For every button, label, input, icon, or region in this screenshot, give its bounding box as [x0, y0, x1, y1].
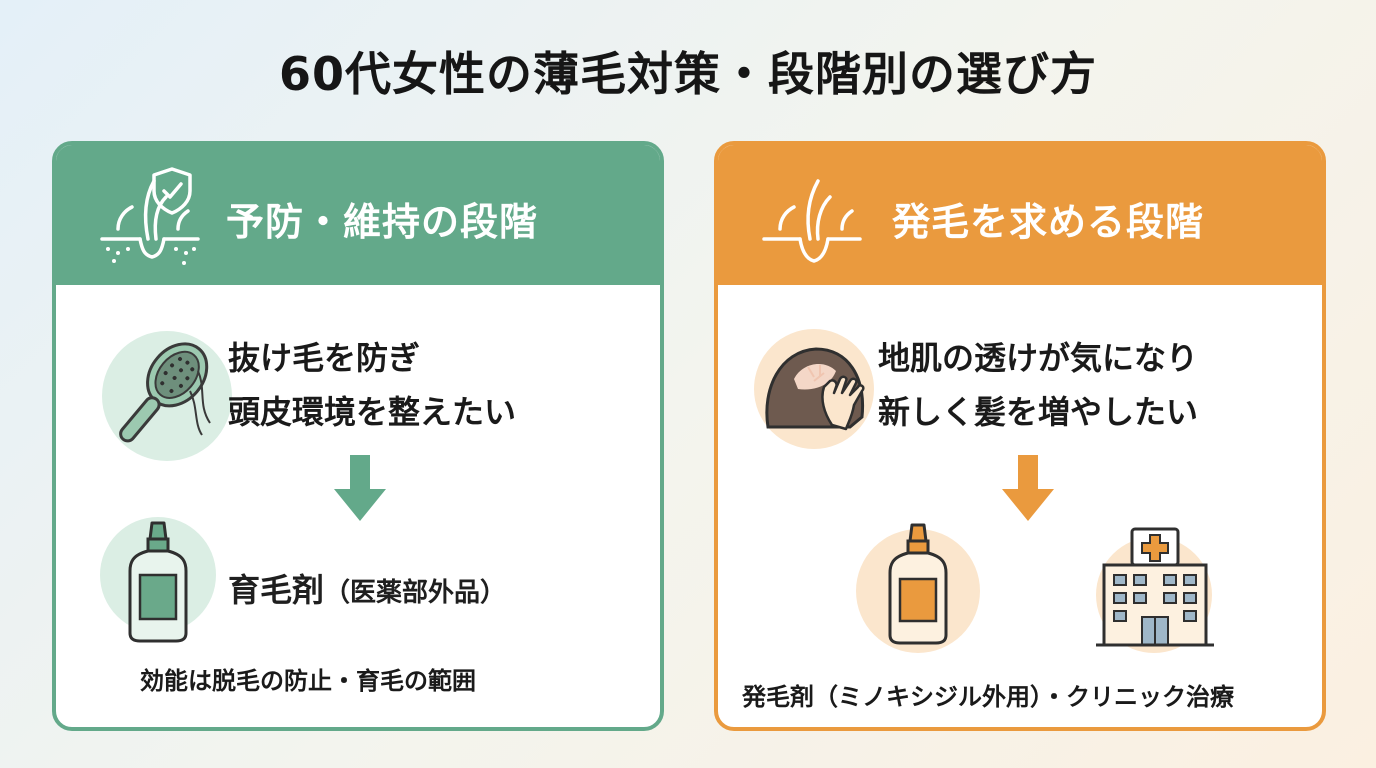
- page-title: 60代女性の薄毛対策・段階別の選び方: [278, 47, 1097, 101]
- prevention-product: 育毛剤（医薬部外品）: [228, 565, 506, 611]
- prevention-note: 効能は脱毛の防止・育毛の範囲: [140, 667, 476, 695]
- prevention-need-text: 抜け毛を防ぎ 頭皮環境を整えたい: [228, 331, 516, 439]
- prevention-product-category: （医薬部外品）: [324, 578, 507, 608]
- regrowth-panel-title: 発毛を求める段階: [892, 200, 1205, 244]
- hair-follicle-icon: [762, 179, 862, 263]
- tonic-bottle-icon: [128, 521, 188, 643]
- prevention-panel-header: 予防・維持の段階: [56, 145, 660, 285]
- regrowth-need-line2: 新しく髪を増やしたい: [878, 393, 1199, 431]
- prevention-need-line2: 頭皮環境を整えたい: [228, 393, 517, 431]
- regrowth-panel: 発毛を求める段階 地肌の透けが気になり 新しく髪を増やしたい 発毛剤: [714, 141, 1326, 731]
- regrowth-note: 発毛剤（ミノキシジル外用）・クリニック治療: [742, 683, 1234, 711]
- thinning-scalp-icon: [765, 347, 865, 431]
- prevention-panel-title: 予防・維持の段階: [226, 200, 539, 244]
- down-arrow-icon: [1002, 455, 1054, 521]
- hairbrush-icon: [119, 342, 211, 443]
- down-arrow-icon: [334, 455, 386, 521]
- regrowth-panel-header: 発毛を求める段階: [718, 145, 1322, 285]
- prevention-product-name: 育毛剤: [228, 571, 325, 609]
- clinic-building-icon: [1096, 527, 1214, 647]
- hair-follicle-shield-icon: [100, 167, 200, 265]
- regrowth-need-line1: 地肌の透けが気になり: [878, 339, 1199, 377]
- prevention-need-line1: 抜け毛を防ぎ: [228, 339, 421, 377]
- minoxidil-bottle-icon: [888, 523, 948, 645]
- regrowth-need-text: 地肌の透けが気になり 新しく髪を増やしたい: [878, 331, 1198, 439]
- prevention-panel: 予防・維持の段階 抜け毛を防ぎ 頭皮環境を整えたい 育毛剤（医薬部外品）: [52, 141, 664, 731]
